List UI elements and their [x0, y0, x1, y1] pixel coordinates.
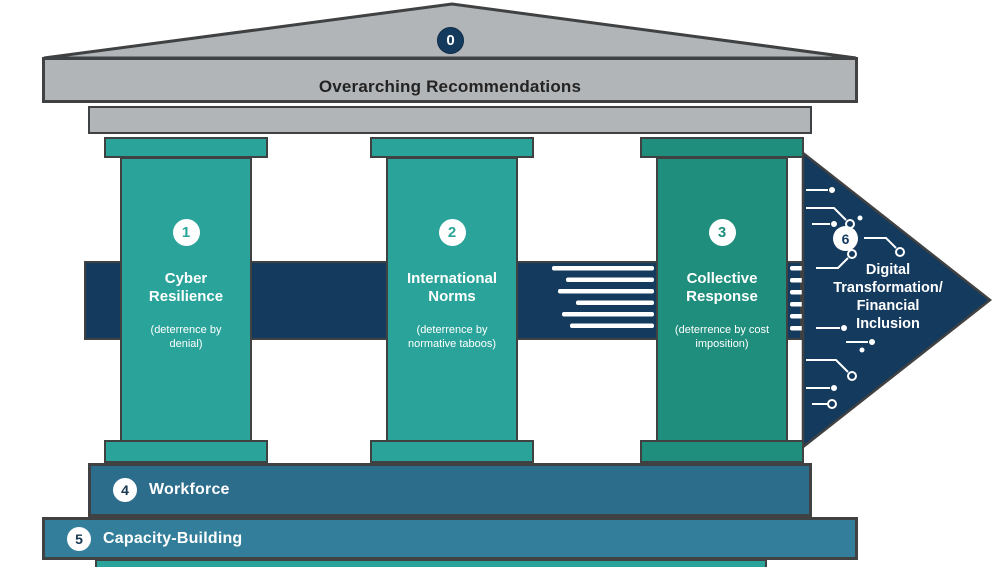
- pillar-number-badge: 3: [708, 219, 736, 246]
- pillar-subtitle: (deterrence by normative taboos): [407, 324, 497, 350]
- pillar-capital: [640, 137, 804, 158]
- pediment-band: Overarching Recommendations: [42, 57, 858, 103]
- pillar-base: [370, 440, 534, 463]
- arrow-label: Digital Transformation/ Financial Inclus…: [833, 262, 943, 332]
- step-workforce: 4 Workforce: [88, 463, 812, 517]
- bottom-step-sliver: [95, 559, 767, 567]
- step-number-badge: 5: [67, 526, 91, 551]
- step-number-badge: 4: [113, 478, 137, 502]
- step-capacity-building: 5 Capacity-Building: [42, 517, 858, 560]
- pillar-title: Collective Response: [686, 270, 758, 305]
- pillar-number-badge: 2: [438, 219, 466, 246]
- step-label: Workforce: [149, 481, 230, 498]
- pillar-title: International Norms: [406, 270, 497, 305]
- pillar-subtitle: (deterrence by denial): [150, 324, 222, 350]
- pillar-subtitle: (deterrence by cost imposition): [674, 324, 770, 350]
- pediment-number-badge: 0: [437, 27, 464, 54]
- pillar-shaft: 3 Collective Response (deterrence by cos…: [656, 157, 788, 442]
- pillar-shaft: 2 International Norms (deterrence by nor…: [386, 157, 518, 442]
- pillar-capital: [370, 137, 534, 158]
- pediment-label: Overarching Recommendations: [318, 77, 582, 96]
- step-label: Capacity-Building: [103, 529, 243, 547]
- pillar-shaft: 1 Cyber Resilience (deterrence by denial…: [120, 157, 252, 442]
- pillar-title: Cyber Resilience: [148, 270, 224, 305]
- pillar-number-badge: 1: [172, 219, 200, 246]
- pillar-base: [640, 440, 804, 463]
- arrow-number-badge: 6: [833, 226, 858, 251]
- circuit-pattern-icon: [806, 187, 905, 409]
- entablature-strip: [88, 106, 812, 134]
- pillar-base: [104, 440, 268, 463]
- pillar-capital: [104, 137, 268, 158]
- speed-lines-icon: [552, 266, 654, 328]
